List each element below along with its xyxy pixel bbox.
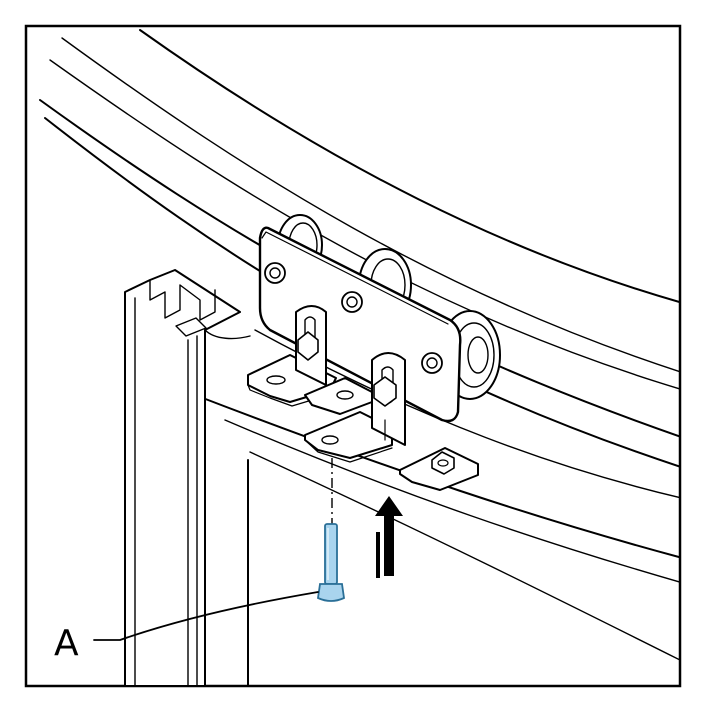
right-hanger-bracket: [304, 352, 479, 491]
callout-label-a: A: [54, 623, 79, 664]
callout-leader: [93, 591, 319, 641]
up-arrow-icon: [375, 496, 403, 578]
carrier-plate: [258, 226, 462, 423]
left-hanger-bracket: [247, 305, 373, 415]
screw-a: [317, 523, 345, 602]
door-frame-profile: [124, 269, 251, 686]
